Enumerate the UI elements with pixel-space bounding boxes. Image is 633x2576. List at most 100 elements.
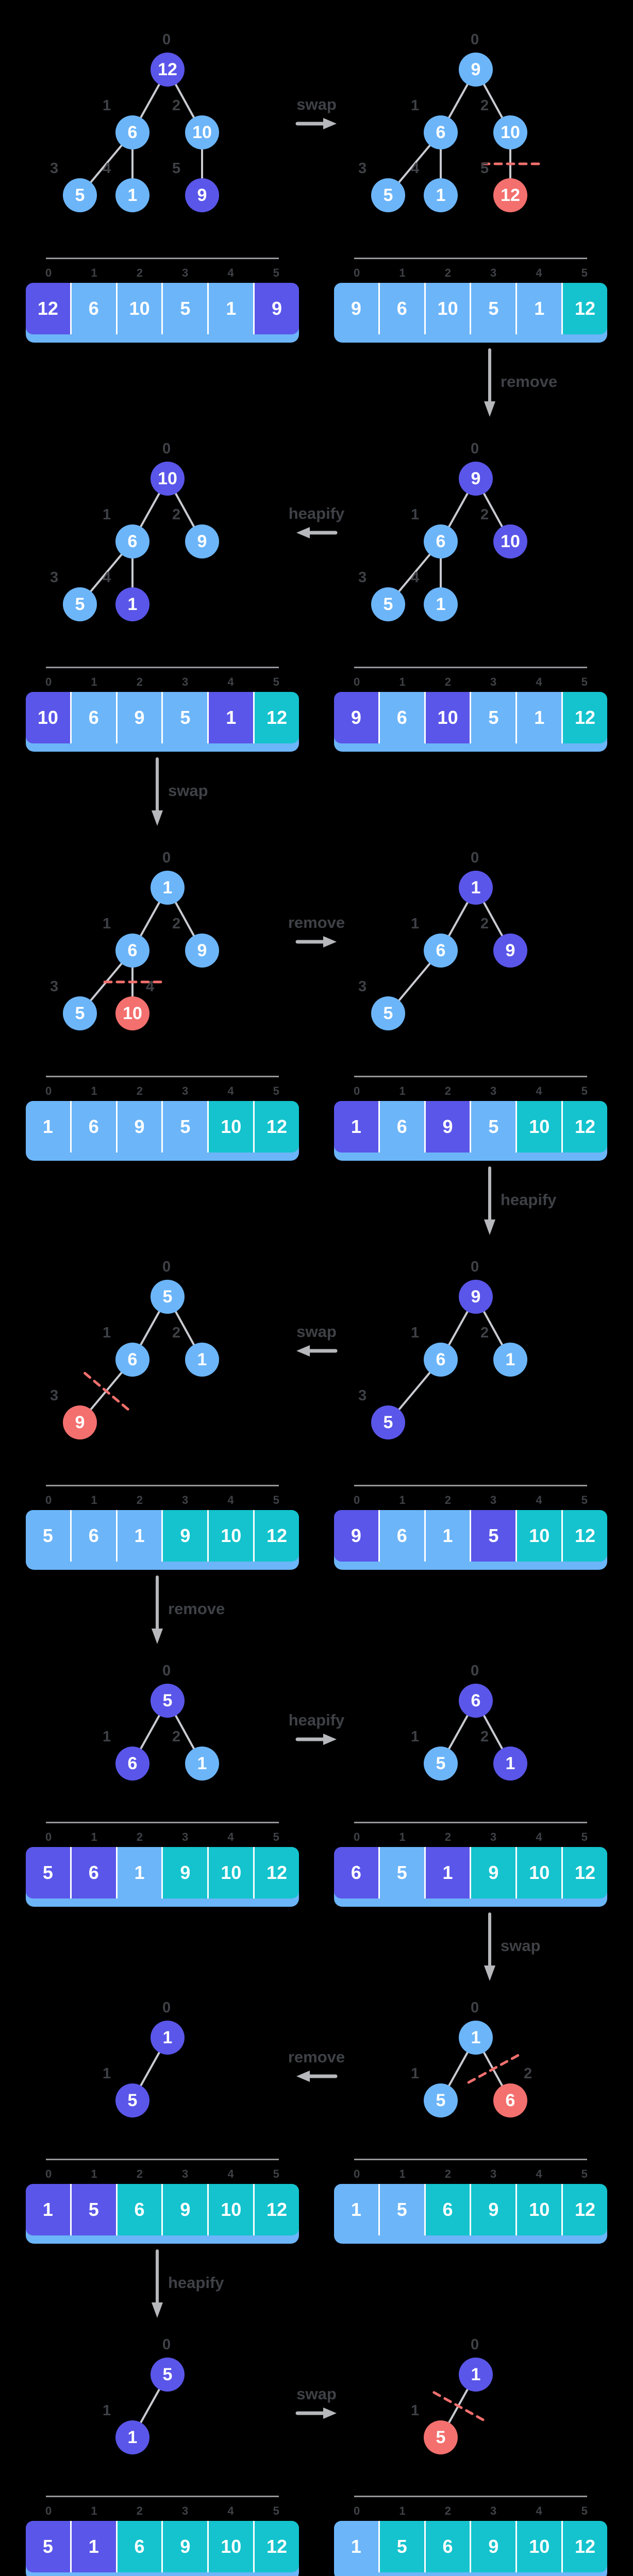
array-cell: 12 (561, 1847, 607, 1899)
node-index-label: 3 (358, 1387, 367, 1404)
divider (354, 2159, 587, 2160)
array-cell: 5 (70, 2184, 116, 2235)
tree-node: 9 (459, 462, 493, 496)
step-operation-label: heapify (168, 2274, 224, 2292)
array-index-label: 1 (91, 2167, 97, 2180)
step-operation-label: remove (168, 1600, 225, 1618)
divider (354, 1076, 587, 1077)
array-cell: 9 (115, 692, 162, 743)
tree-node: 1 (493, 1343, 527, 1377)
array-index-label: 3 (182, 1831, 189, 1843)
tree-node: 5 (151, 2358, 185, 2392)
tree-node: 5 (424, 2083, 458, 2117)
array-cell: 10 (26, 692, 70, 743)
array-index-label: 0 (45, 2167, 52, 2180)
horizontal-step-connector: swap (270, 1323, 363, 1360)
tree-node: 6 (493, 2083, 527, 2117)
array-cell: 12 (253, 692, 299, 743)
array-cell: 6 (70, 1510, 116, 1562)
tree-node: 1 (493, 1747, 527, 1781)
divider (46, 1076, 279, 1077)
arrow-left-icon (296, 1345, 338, 1357)
step-operation-label: swap (296, 1323, 337, 1341)
node-index-label: 2 (172, 916, 181, 932)
tree-node: 1 (151, 2021, 185, 2055)
tree-node: 5 (63, 996, 97, 1030)
node-index-label: 2 (480, 1325, 489, 1341)
tree-node: 12 (493, 178, 527, 212)
array-index-label: 3 (490, 1831, 497, 1843)
arrow-right-icon (295, 1734, 337, 1745)
node-index-label: 4 (411, 160, 420, 177)
array-index-label: 2 (444, 266, 451, 279)
step-transition-row: remove (0, 345, 633, 427)
array-index-label: 0 (45, 1831, 52, 1843)
divider (354, 667, 587, 668)
tree-node: 5 (115, 2083, 149, 2117)
node-index-label: 0 (162, 31, 171, 48)
array-cell: 10 (515, 1101, 562, 1153)
array-cell: 5 (26, 2521, 70, 2572)
array-cell: 10 (515, 1847, 562, 1899)
node-index-label: 0 (471, 1999, 479, 2016)
array-index-label: 1 (91, 1084, 97, 1097)
node-index-label: 3 (50, 160, 59, 177)
tree-node: 5 (371, 1405, 405, 1439)
cut-mark (467, 2054, 520, 2084)
array-cell: 12 (253, 2184, 299, 2235)
tree-node: 1 (424, 178, 458, 212)
arrow-down-icon (484, 1166, 495, 1235)
divider (46, 2159, 279, 2160)
array-index-label: 1 (91, 2504, 97, 2517)
tree-node: 5 (151, 1684, 185, 1718)
array-cell: 5 (470, 692, 516, 743)
vertical-step-connector: remove (482, 348, 557, 422)
node-index-label: 5 (172, 160, 181, 177)
array-index-label: 2 (136, 675, 143, 688)
array-cell: 12 (561, 283, 607, 334)
array-cell: 6 (424, 2521, 470, 2572)
array-cell: 5 (26, 1510, 70, 1562)
array-index-label: 4 (227, 266, 234, 279)
array-cell: 6 (70, 283, 116, 334)
tree-node: 5 (371, 178, 405, 212)
array-cell: 9 (470, 1847, 516, 1899)
array-index-label: 0 (45, 2504, 52, 2517)
array-index-label: 5 (273, 266, 279, 279)
divider (354, 2496, 587, 2497)
step-transition-row: heapify (0, 1163, 633, 1245)
tree-node: 6 (424, 115, 458, 149)
step-transition-row: swap (0, 1909, 633, 1991)
node-index-label: 1 (411, 916, 420, 932)
divider (46, 667, 279, 668)
array-index-label: 2 (444, 2504, 451, 2517)
step-operation-label: swap (296, 95, 337, 113)
